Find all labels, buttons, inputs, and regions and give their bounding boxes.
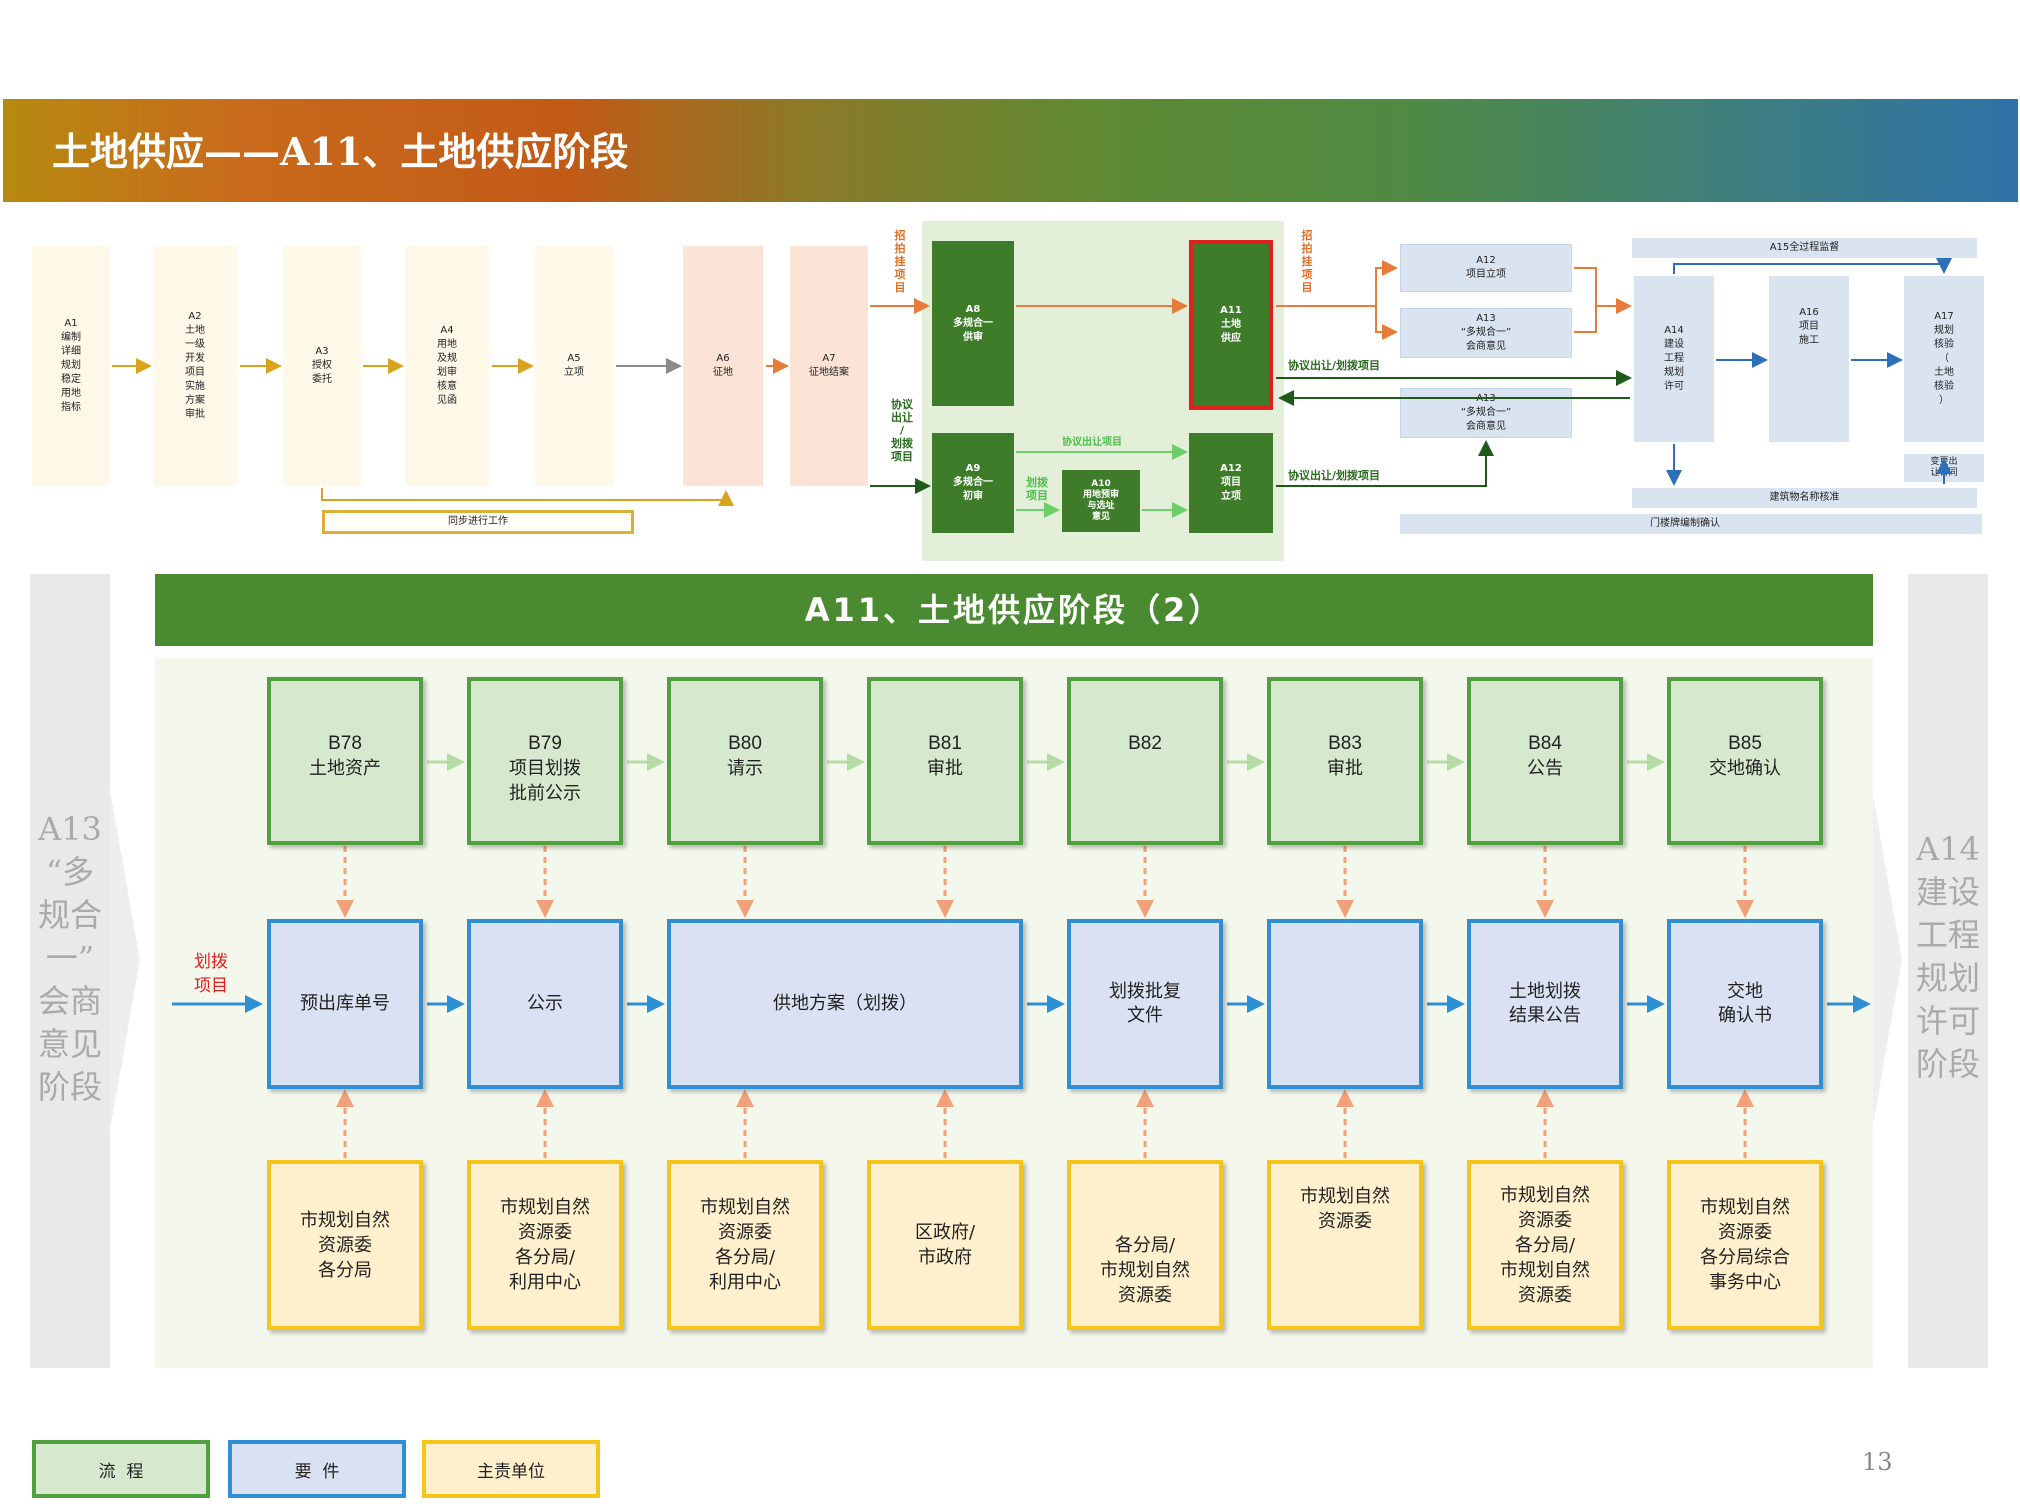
overview-a13-lower: A13 “多规合一” 会商意见 [1400, 388, 1572, 438]
page-number: 13 [1862, 1448, 1893, 1476]
overview-house-number: 门楼牌编制确认 [1400, 514, 1982, 534]
overview-a9: A9 多规合一 初审 [932, 433, 1014, 533]
overview-a10: A10 用地预审 与选址 意见 [1062, 470, 1140, 532]
overview-a5: A5 立项 [535, 246, 613, 486]
overview-connectors [112, 258, 1952, 518]
overview-a11: A11 土地 供应 [1189, 240, 1273, 410]
overview-a7: A7 征地结案 [790, 246, 868, 486]
overview-a8: A8 多规合一 供审 [932, 241, 1014, 406]
overview-a14: A14 建设 工程 规划 许可 [1634, 276, 1714, 442]
overview-a17: A17 规划 核验 （ 土地 核验 ） [1904, 276, 1984, 442]
legend-unit: 主责单位 [422, 1440, 600, 1498]
right-stage-text: A14 建设 工程 规划 许可 阶段 [1915, 830, 1980, 1083]
overview-a13-upper: A13 “多规合一” 会商意见 [1400, 308, 1572, 358]
entry-label-allocation: 划拨 项目 [194, 952, 228, 996]
overview-a2: A2 土地 一级 开发 项目 实施 方案 审批 [153, 246, 237, 486]
unit-b79: 市规划自然 资源委 各分局/ 利用中心 [467, 1160, 623, 1330]
document-empty [1267, 919, 1423, 1089]
document-handover-confirmation: 交地 确认书 [1667, 919, 1823, 1089]
left-stage-text: A13 “多 规合 一” 会商 意见 阶段 [37, 810, 102, 1106]
page-title: 土地供应——A11、土地供应阶段 [52, 129, 629, 174]
unit-b85: 市规划自然 资源委 各分局综合 事务中心 [1667, 1160, 1823, 1330]
document-land-supply-plan: 供地方案（划拨） [667, 919, 1023, 1089]
legend-document: 要 件 [228, 1440, 406, 1498]
label-bid-left: 招 拍 挂 项 目 [894, 229, 906, 294]
overview-sync-work: 同步进行工作 [322, 510, 634, 534]
label-allocation-green: 划拨 项目 [1026, 476, 1048, 502]
legend-process: 流 程 [32, 1440, 210, 1498]
document-publicity: 公示 [467, 919, 623, 1089]
unit-b78: 市规划自然 资源委 各分局 [267, 1160, 423, 1330]
right-chevron [1872, 790, 1902, 1130]
header-band [3, 99, 2018, 202]
overview-building-name: 建筑物名称核准 [1632, 488, 1977, 508]
left-stage-panel [30, 574, 110, 1368]
overview-a1: A1 编制 详细 规划 稳定 用地 指标 [32, 246, 110, 486]
document-allocation-reply: 划拨批复 文件 [1067, 919, 1223, 1089]
overview-a15: A15全过程监督 [1632, 238, 1977, 258]
overview-a12-project-approval: A12 项目 立项 [1189, 433, 1273, 533]
detail-title: A11、土地供应阶段（2） [155, 574, 1873, 646]
document-pre-outbound-number: 预出库单号 [267, 919, 423, 1089]
unit-b83: 市规划自然 资源委 [1267, 1160, 1423, 1330]
label-agreement-allocation-upper: 协议出让/划拨项目 [1288, 359, 1381, 372]
unit-b81: 区政府/ 市政府 [867, 1160, 1023, 1330]
unit-b84: 市规划自然 资源委 各分局/ 市规划自然 资源委 [1467, 1160, 1623, 1330]
label-agreement-allocation-lower: 协议出让/划拨项目 [1288, 469, 1381, 482]
label-bid-right: 招 拍 挂 项 目 [1301, 229, 1313, 294]
process-step-b82: B82 [1067, 677, 1223, 845]
overview-a4: A4 用地 及规 划审 核意 见函 [405, 246, 489, 486]
document-allocation-result-notice: 土地划拨 结果公告 [1467, 919, 1623, 1089]
detail-connectors [172, 753, 1871, 1158]
unit-b80: 市规划自然 资源委 各分局/ 利用中心 [667, 1160, 823, 1330]
label-agreement-transfer: 协议出让项目 [1062, 437, 1122, 448]
overview-a12: A12 项目立项 [1400, 244, 1572, 292]
overview-a16: A16 项目 施工 [1769, 276, 1849, 442]
unit-b82: 各分局/ 市规划自然 资源委 [1067, 1160, 1223, 1330]
label-agreement-allocation: 协议 出让 / 划拨 项目 [891, 398, 913, 463]
overview-a6: A6 征地 [683, 246, 763, 486]
overview-a3: A3 授权 委托 [283, 246, 361, 486]
right-stage-panel [1908, 574, 1988, 1368]
left-chevron [110, 790, 140, 1130]
